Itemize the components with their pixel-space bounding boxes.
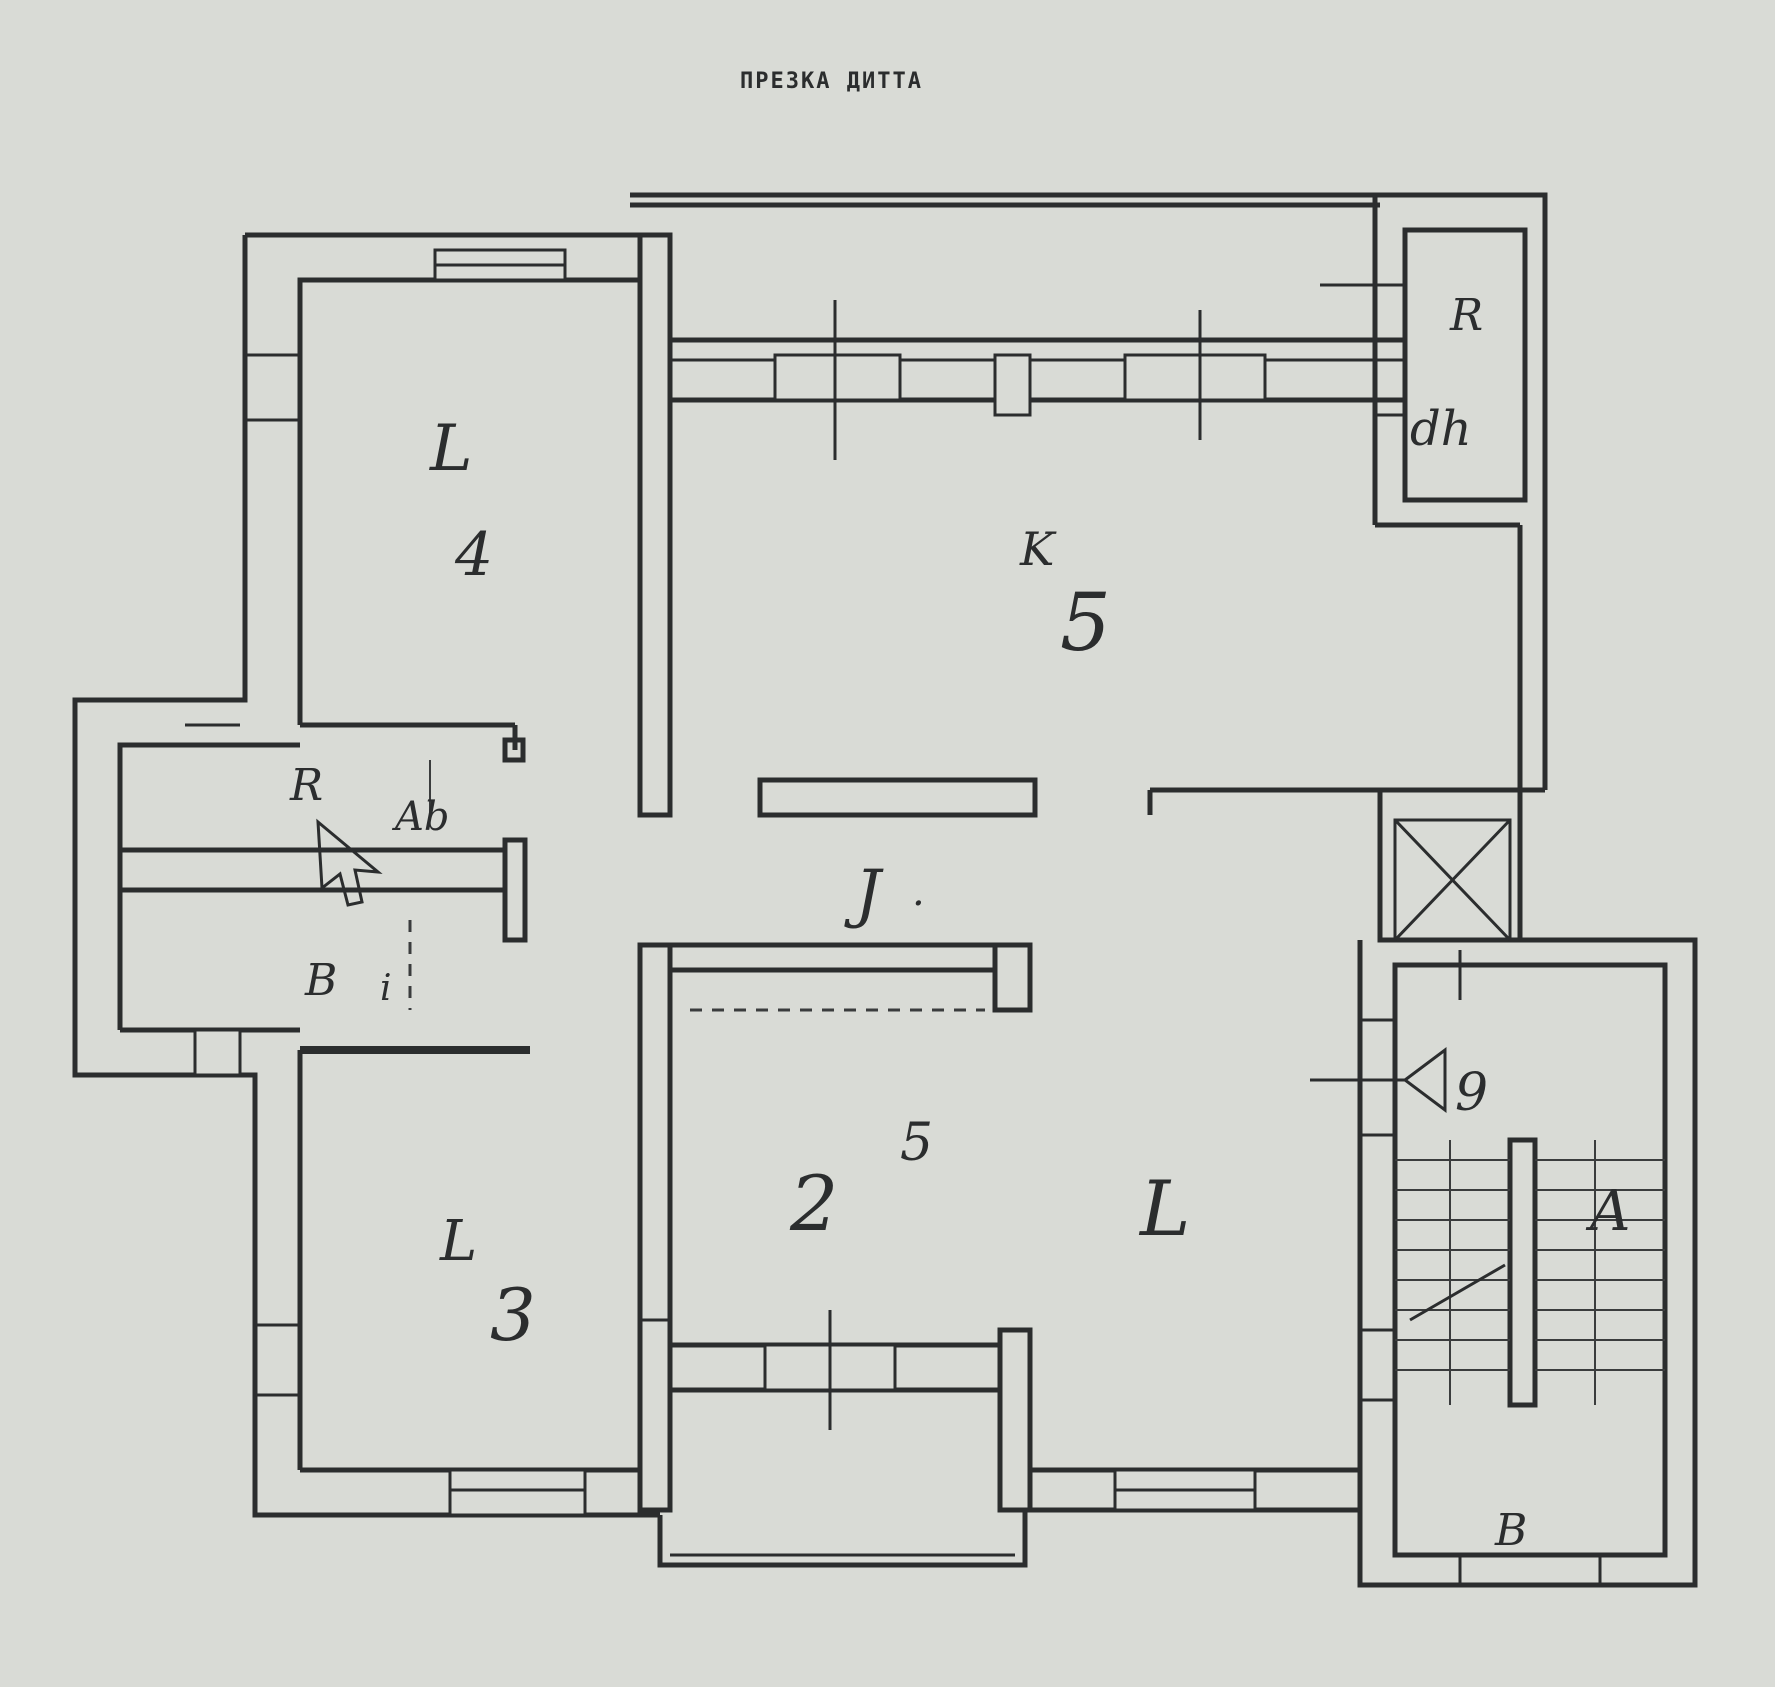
plan-title: ПРЕЗКА ДИТТА: [740, 69, 923, 94]
room-2-walls: [637, 942, 1033, 1568]
room-4-number: 4: [454, 520, 493, 590]
bath-lower-letter: B: [304, 955, 337, 1006]
door-arrow-icon: [316, 818, 383, 907]
hall-mark: .: [912, 869, 925, 915]
room-5-number: 5: [1060, 576, 1111, 669]
kitchen-niche: [1402, 227, 1528, 503]
room-2-number: 2: [789, 1159, 838, 1248]
window-room-5-b: [1123, 353, 1267, 402]
room-2-mark: 5: [900, 1113, 933, 1173]
window-room-3: [448, 1468, 587, 1517]
room-4-walls: [72, 232, 673, 1518]
room-5-letter: K: [1019, 522, 1057, 576]
room-1-letter: L: [1138, 1164, 1190, 1253]
stair-bottom-letter: B: [1494, 1505, 1527, 1556]
elevator-shaft: [1377, 787, 1523, 943]
hall-letter: J: [844, 857, 884, 931]
bathroom-walls: [117, 722, 530, 1077]
kitchen-niche-mark: dh: [1410, 401, 1472, 457]
room-5-walls: [630, 192, 1548, 818]
partition-hall: [757, 777, 1038, 818]
entrance-triangle-icon: [1402, 1047, 1447, 1113]
stair-arrow-mark: A: [1585, 1179, 1630, 1244]
room-4-letter: L: [429, 412, 473, 486]
stair-number: 9: [1455, 1063, 1488, 1123]
stairwell: [1310, 937, 1698, 1588]
room-3-letter: L: [439, 1209, 477, 1274]
window-room-5-a: [773, 353, 902, 402]
bath-lower-mark: i: [380, 968, 392, 1009]
bath-upper-mark: Ab: [391, 794, 450, 840]
room-1-walls: [1030, 1467, 1360, 1513]
bath-upper-letter: R: [289, 760, 323, 811]
kitchen-niche-letter: R: [1449, 290, 1483, 341]
room-3-number: 3: [490, 1273, 536, 1357]
